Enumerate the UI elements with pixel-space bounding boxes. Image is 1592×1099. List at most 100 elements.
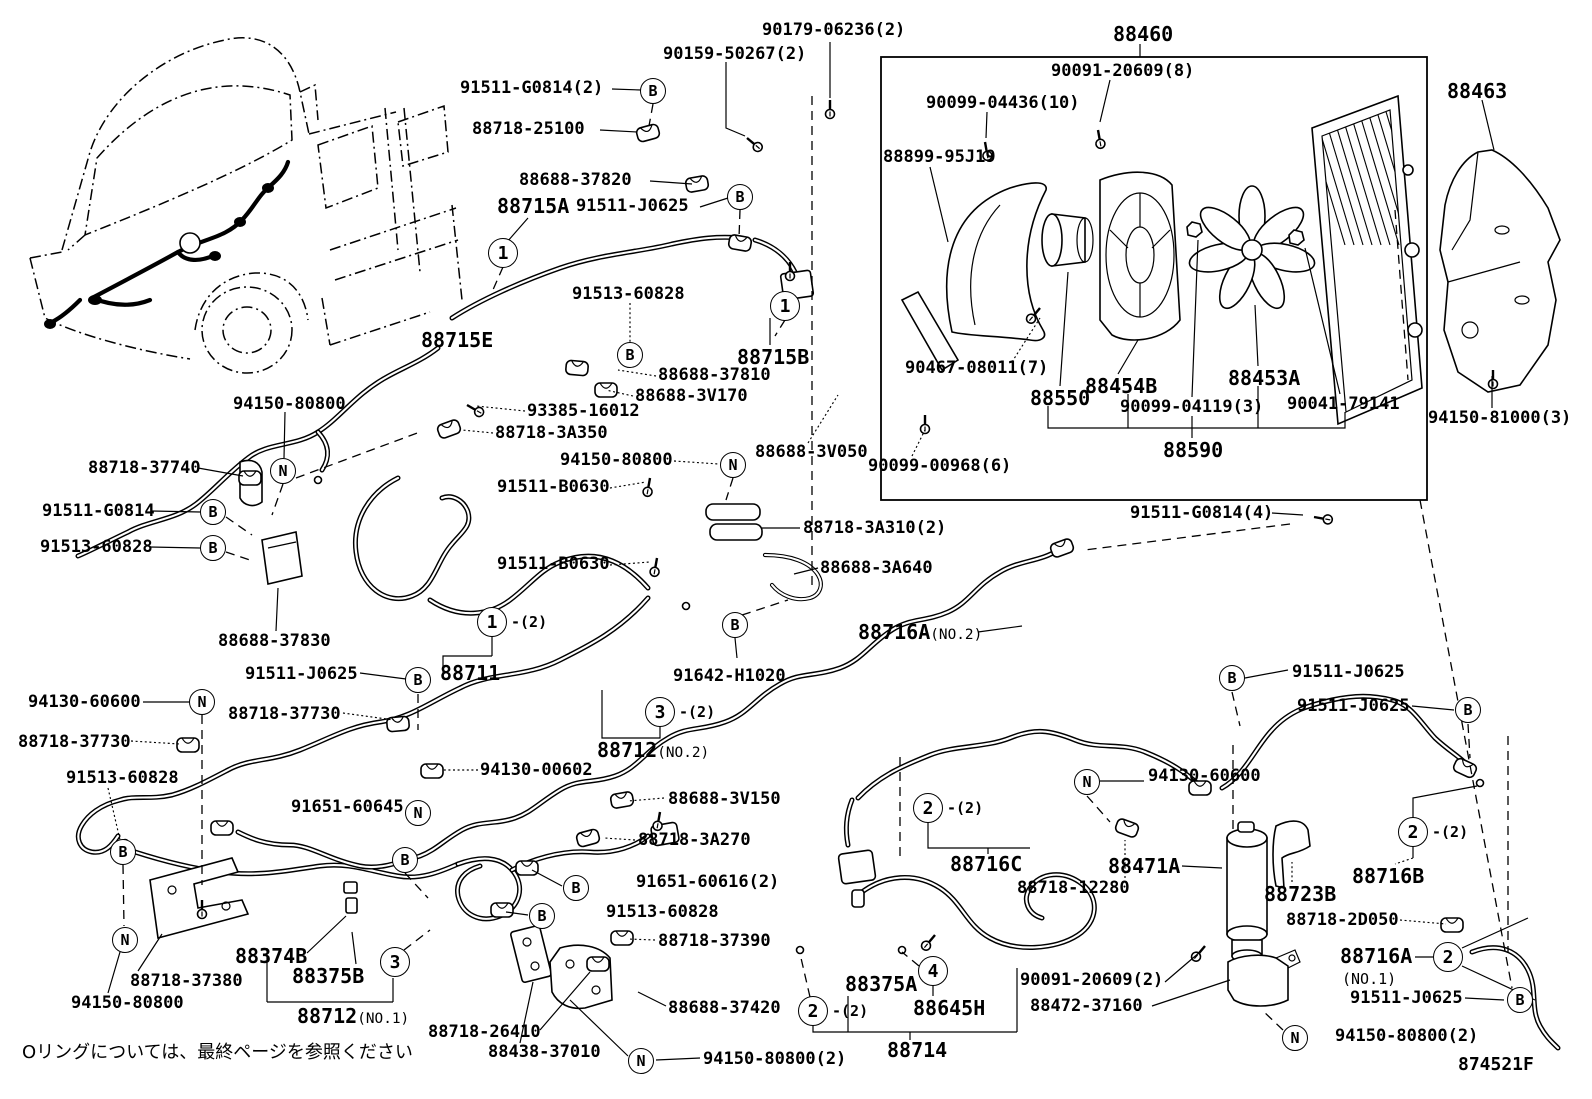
part-label: 88716B [1352, 864, 1425, 888]
part-label: 94150-80800(2) [1335, 1026, 1479, 1046]
part-label: 91511-B0630 [497, 554, 610, 574]
callout-B: B [727, 184, 753, 210]
callout-3: 3 [380, 947, 410, 977]
part-label: 91511-J0625 [1292, 662, 1405, 682]
screw-part [920, 934, 936, 952]
part-label: 91511-J0625 [1297, 696, 1410, 716]
screw-part [824, 100, 836, 120]
callout-B: B [200, 499, 226, 525]
part-label: 88688-37420 [668, 998, 781, 1018]
clamp-part [386, 715, 410, 733]
part-label: 88645H [913, 996, 986, 1020]
part-label-suffix: (NO.2) [930, 627, 983, 643]
clamp-part [420, 763, 444, 779]
part-label: 88718-25100 [472, 119, 585, 139]
part-label: 88374B [235, 944, 308, 968]
callout-N: N [270, 458, 296, 484]
screw-part [784, 262, 796, 282]
clamp-part [684, 175, 710, 193]
callout-suffix: -(2) [1432, 823, 1469, 841]
clamp-part [238, 470, 262, 486]
part-label: 90099-04119(3) [1120, 397, 1264, 417]
part-label: 94150-80800(2) [703, 1049, 847, 1069]
clamp-part [1452, 757, 1478, 779]
part-label: 88716C [950, 852, 1023, 876]
callout-B: B [563, 875, 589, 901]
callout-2: 2 [798, 996, 828, 1026]
callout-B: B [405, 667, 431, 693]
part-label: 91642-H1020 [673, 666, 786, 686]
clamp-part [490, 902, 514, 918]
callout-suffix: -(2) [832, 1002, 869, 1020]
part-label: 88688-3A640 [820, 558, 933, 578]
part-label: 88711 [440, 661, 501, 685]
clamp-part [609, 791, 635, 809]
callout-B: B [110, 839, 136, 865]
pipes [75, 234, 1561, 1051]
part-label: 90467-08011(7) [905, 358, 1049, 378]
part-label: 91511-J0625 [1350, 988, 1463, 1008]
truck-illustration [29, 37, 463, 374]
screw-part [746, 137, 764, 153]
part-label: 94150-81000(3) [1428, 408, 1572, 428]
small-parts [120, 100, 1499, 1010]
part-label: 88688-37810 [658, 365, 771, 385]
part-label: 91513-60828 [572, 284, 685, 304]
screw-part [982, 141, 993, 162]
part-label: 88688-37830 [218, 631, 331, 651]
callout-N: N [1282, 1025, 1308, 1051]
part-label: 94130-60600 [1148, 766, 1261, 786]
part-label: 90099-04436(10) [926, 93, 1080, 113]
callout-B: B [392, 847, 418, 873]
part-label: 94150-80800 [233, 394, 346, 414]
part-label: 91511-J0625 [245, 664, 358, 684]
part-label: 88688-3V050 [755, 442, 868, 462]
clamp-part [436, 419, 462, 439]
callout-B: B [617, 342, 643, 368]
part-label: 93385-16012 [527, 401, 640, 421]
part-label: 91511-G0814(2) [460, 78, 604, 98]
part-label: 88590 [1163, 438, 1224, 462]
part-label: 90041-79141 [1287, 394, 1400, 414]
part-label: 88718-37740 [88, 458, 201, 478]
callout-1: 1 [770, 291, 800, 321]
clamp-part [210, 820, 234, 836]
part-label: 91513-60828 [40, 537, 153, 557]
callout-N: N [1074, 769, 1100, 795]
part-label: 88723B [1264, 882, 1337, 906]
part-label: 94150-80800 [71, 993, 184, 1013]
callout-B: B [640, 78, 666, 104]
part-label: 90091-20609(8) [1051, 61, 1195, 81]
part-label: 88718-37380 [130, 971, 243, 991]
part-label: 88715A [497, 194, 570, 218]
part-label-suffix: (NO.1) [357, 1011, 410, 1027]
screw-part [919, 415, 931, 435]
callout-suffix: -(2) [947, 799, 984, 817]
part-label: 88375B [292, 964, 365, 988]
callout-B: B [1507, 987, 1533, 1013]
part-label: 91651-60645 [291, 797, 404, 817]
part-label: 88716A(NO.2) [858, 620, 983, 644]
clamp-part [1049, 538, 1075, 558]
callout-2: 2 [1398, 817, 1428, 847]
part-label: 88715B [737, 345, 810, 369]
part-label: 88714 [887, 1038, 948, 1062]
part-label: 88718-2D050 [1286, 910, 1399, 930]
part-label: 91511-J0625 [576, 196, 689, 216]
screw-part [1313, 514, 1334, 525]
clamp-part [635, 123, 661, 143]
screw-part [649, 557, 660, 578]
callout-4: 4 [918, 956, 948, 986]
leader-lines [107, 42, 1536, 1061]
part-label: 88716A [1340, 944, 1413, 968]
callout-N: N [112, 927, 138, 953]
screw-part [1487, 370, 1499, 390]
clamp-part [565, 359, 589, 377]
callout-B: B [200, 535, 226, 561]
part-label: 88715E [421, 328, 494, 352]
part-label: 88375A [845, 972, 918, 996]
part-label: 91513-60828 [606, 902, 719, 922]
bracket-88463 [1439, 149, 1561, 393]
